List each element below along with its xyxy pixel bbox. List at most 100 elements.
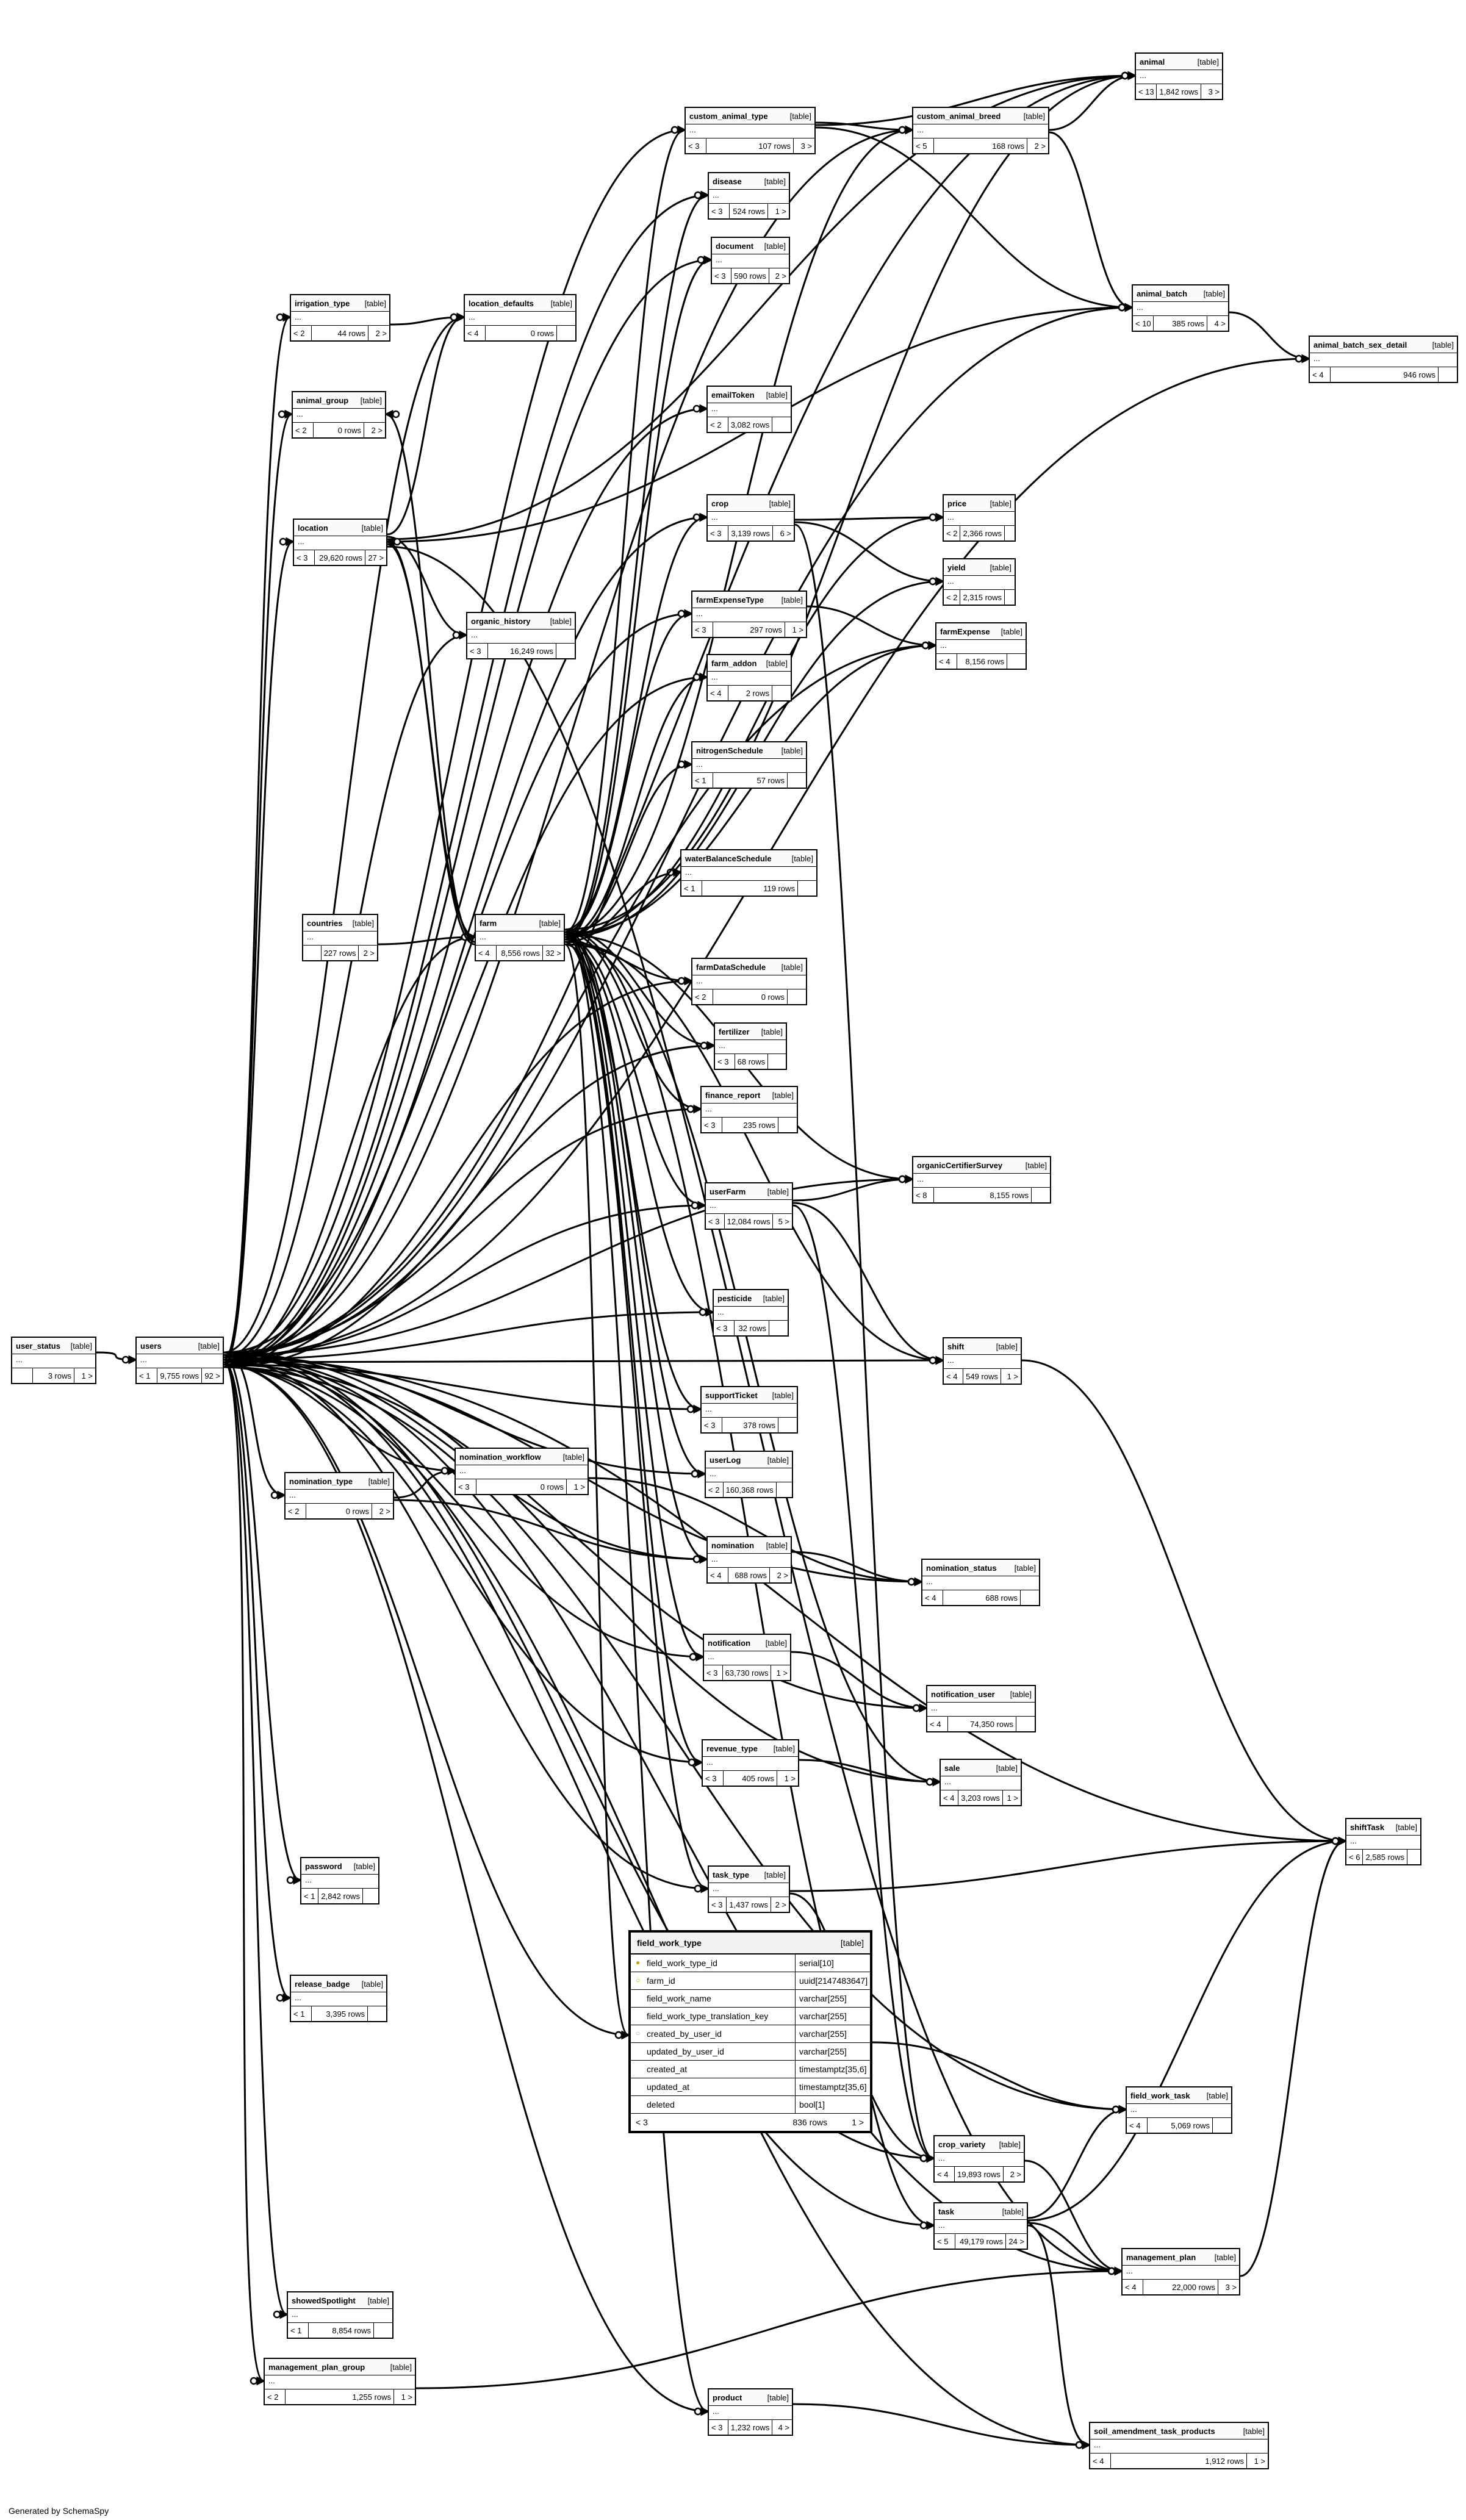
- parents-count[interactable]: < 3: [686, 138, 706, 153]
- parents-count[interactable]: < 4: [476, 946, 497, 960]
- parents-count[interactable]: < 1: [137, 1368, 157, 1383]
- parents-count[interactable]: < 2: [291, 326, 312, 340]
- parents-count[interactable]: < 2: [708, 417, 728, 432]
- children-count[interactable]: [777, 1482, 792, 1497]
- parents-count[interactable]: < 4: [941, 1790, 959, 1805]
- parents-count[interactable]: < 3: [704, 1665, 723, 1680]
- children-count[interactable]: [1032, 1188, 1050, 1202]
- children-count[interactable]: 6 >: [780, 528, 791, 538]
- children-count[interactable]: [1016, 1717, 1035, 1731]
- parents-count[interactable]: < 4: [1310, 367, 1331, 382]
- parents-count[interactable]: < 3: [703, 1771, 724, 1786]
- children-count[interactable]: [556, 644, 575, 658]
- children-count[interactable]: 1 >: [1254, 2456, 1265, 2466]
- children-count[interactable]: [798, 881, 816, 896]
- parents-count[interactable]: < 3: [709, 1897, 727, 1912]
- children-count[interactable]: 3 >: [1225, 2282, 1237, 2292]
- parents-count[interactable]: < 1: [681, 881, 702, 896]
- children-count[interactable]: [772, 686, 791, 700]
- children-count[interactable]: [1005, 590, 1015, 605]
- parents-count[interactable]: < 3: [706, 1214, 725, 1229]
- children-count[interactable]: [1407, 1850, 1420, 1864]
- parents-count[interactable]: < 1: [288, 2323, 309, 2338]
- parents-count[interactable]: < 5: [913, 138, 934, 153]
- parents-count[interactable]: < 1: [291, 2006, 312, 2021]
- children-count[interactable]: [778, 1418, 797, 1432]
- children-count[interactable]: [374, 2323, 392, 2338]
- children-count[interactable]: [772, 417, 791, 432]
- children-count[interactable]: 1 >: [852, 2117, 864, 2127]
- children-count[interactable]: 1 >: [573, 1482, 585, 1492]
- parents-count[interactable]: < 3: [715, 1054, 735, 1069]
- children-count[interactable]: 5 >: [778, 1216, 789, 1226]
- parents-count[interactable]: < 4: [927, 1717, 948, 1731]
- children-count[interactable]: 1 >: [775, 206, 786, 216]
- children-count[interactable]: [1213, 2118, 1231, 2133]
- parents-count[interactable]: < 4: [1090, 2454, 1111, 2468]
- children-count[interactable]: [769, 1321, 788, 1335]
- parents-count[interactable]: < 2: [293, 423, 314, 437]
- parents-count[interactable]: < 3: [456, 1479, 476, 1494]
- parents-count[interactable]: < 4: [1127, 2118, 1148, 2133]
- children-count[interactable]: 1 >: [784, 1773, 796, 1783]
- parents-count[interactable]: < 2: [944, 590, 961, 605]
- children-count[interactable]: 2 >: [775, 1900, 786, 1909]
- parents-count[interactable]: < 3: [702, 1418, 722, 1432]
- parents-count[interactable]: < 3: [712, 268, 732, 283]
- children-count[interactable]: [778, 1118, 797, 1132]
- children-count[interactable]: [768, 1054, 786, 1069]
- children-count[interactable]: 2 >: [1034, 141, 1046, 151]
- children-count[interactable]: 32 >: [545, 948, 561, 958]
- children-count[interactable]: [788, 989, 806, 1004]
- children-count[interactable]: 1 >: [776, 1668, 788, 1678]
- children-count[interactable]: [368, 2006, 386, 2021]
- children-count[interactable]: 2 >: [379, 1506, 390, 1516]
- children-count[interactable]: 2 >: [777, 1570, 788, 1580]
- children-count[interactable]: 1 >: [401, 2392, 412, 2402]
- parents-count[interactable]: < 6: [1346, 1850, 1364, 1864]
- parents-count[interactable]: < 2: [944, 526, 961, 540]
- children-count[interactable]: 1 >: [1007, 1793, 1018, 1803]
- children-count[interactable]: 1 >: [81, 1371, 93, 1380]
- parents-count[interactable]: < 4: [708, 1568, 728, 1582]
- children-count[interactable]: 3 >: [800, 141, 812, 151]
- parents-count[interactable]: < 2: [706, 1482, 724, 1497]
- parents-count[interactable]: [303, 946, 322, 960]
- children-count[interactable]: 4 >: [778, 2422, 789, 2432]
